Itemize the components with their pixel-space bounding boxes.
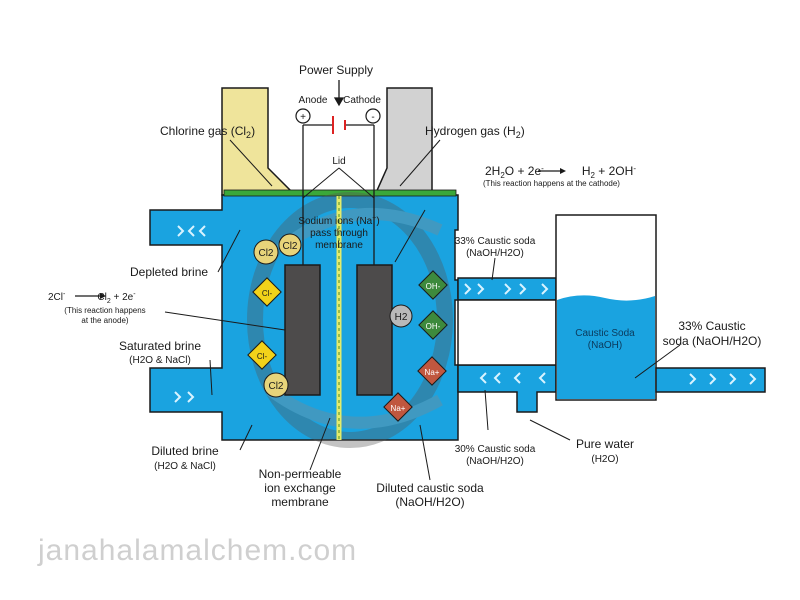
anode-equation: 2Cl-Cl2 + 2e- [48,291,136,305]
svg-text:Cl-: Cl- [257,352,268,361]
hydroxide-ion: OH- [418,310,448,340]
diluted-brine-formula: (H2O & NaCl) [154,461,216,472]
chloride-ion: Cl- [247,340,277,370]
chlorine-molecule: Cl2 [278,233,302,257]
svg-text:Na+: Na+ [391,404,406,413]
cathode-equation: 2H2O + 2e-H2 + 2OH- [485,164,636,180]
cathode-note: (This reaction happens at the cathode) [483,179,620,188]
sodium-ions-label-2: pass through [310,228,368,239]
anode-note: (This reaction happens [64,306,145,315]
caustic-soda-tank [555,214,766,401]
svg-text:+: + [300,112,306,123]
membrane-label-3: membrane [271,495,329,509]
caustic-33-output-label: 33% Caustic [678,319,745,333]
caustic-33-formula: (NaOH/H2O) [466,248,524,259]
chlorine-gas-pipe [221,87,297,196]
caustic-33-label: 33% Caustic soda [455,236,536,247]
caustic-30-formula: (NaOH/H2O) [466,456,524,467]
tank-label-2: (NaOH) [588,340,622,351]
depleted-brine-label: Depleted brine [130,265,208,279]
hydrogen-gas-label: Hydrogen gas (H2) [425,124,525,140]
saturated-brine-formula: (H2O & NaCl) [129,355,191,366]
svg-text:OH-: OH- [426,322,441,331]
chloride-ion: Cl- [252,277,282,307]
sodium-ion: Na+ [417,356,447,386]
power-supply-circuit [302,80,375,265]
anode-terminal-icon: + [295,108,311,124]
diluted-caustic-label: Diluted caustic soda [376,481,484,495]
chlorine-molecule: Cl2 [263,372,289,398]
pure-water-formula: (H2O) [591,454,618,465]
anode-note-2: at the anode) [81,316,128,325]
sodium-ion: Na+ [383,392,413,422]
membrane-label-2: ion exchange [264,481,336,495]
diluted-caustic-formula: (NaOH/H2O) [395,495,464,509]
caustic-30-label: 30% Caustic soda [455,444,536,455]
caustic-33-output-label-2: soda (NaOH/H2O) [663,334,762,348]
svg-text:Na+: Na+ [425,368,440,377]
svg-text:OH-: OH- [426,282,441,291]
anode-electrode [284,264,321,396]
svg-text:Cl2: Cl2 [282,241,297,252]
cathode-terminal-icon: - [365,108,381,124]
hydrogen-gas-pipe [373,87,433,196]
chlorine-molecule: Cl2 [253,239,279,265]
chlorine-gas-label: Chlorine gas (Cl2) [160,124,255,140]
svg-text:-: - [371,112,374,123]
flow-arrows [174,225,757,403]
hydroxide-ion: OH- [418,270,448,300]
sodium-ions-label-3: membrane [315,240,363,251]
tank-label: Caustic Soda [575,328,635,339]
sodium-ions-label: Sodium ions (Na+) [298,215,379,227]
cathode-electrode [356,264,393,396]
cathode-equation-arrow [538,168,566,174]
leader-lines [164,139,681,481]
svg-text:Cl-: Cl- [262,289,273,298]
power-supply-label: Power Supply [299,63,373,77]
svg-text:H2: H2 [395,312,408,323]
svg-text:Cl2: Cl2 [258,248,273,259]
diluted-brine-label: Diluted brine [151,444,219,458]
svg-text:Cl2: Cl2 [268,381,283,392]
saturated-brine-label: Saturated brine [119,339,201,353]
membrane-label: Non-permeable [259,467,342,481]
pure-water-label: Pure water [576,437,634,451]
cathode-label: Cathode [343,95,381,106]
watermark-text: janahalamalchem.com [37,534,357,567]
anode-equation-arrow [75,293,106,299]
hydrogen-molecule: H2 [389,304,413,328]
lid-label: Lid [332,156,345,167]
anode-label: Anode [299,95,328,106]
